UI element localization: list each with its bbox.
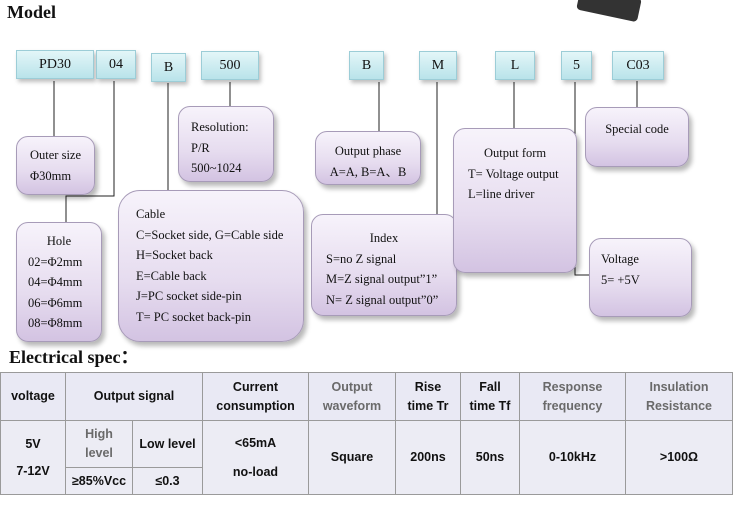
special-code-box: Special code <box>585 107 689 167</box>
code-phase: B <box>349 51 384 80</box>
code-special: C03 <box>612 51 664 80</box>
index-option: N= Z signal output”0” <box>326 292 439 307</box>
output-form-box: Output form T= Voltage output L=line dri… <box>453 128 577 273</box>
hole-box: Hole 02=Φ2mm 04=Φ4mm 06=Φ6mm 08=Φ8mm <box>16 222 102 342</box>
cable-option: C=Socket side, G=Cable side <box>136 227 284 242</box>
code-form: L <box>495 51 535 80</box>
index-title: Index <box>369 231 399 245</box>
cell-waveform: Square <box>308 420 396 495</box>
output-phase-title: Output phase <box>334 144 402 158</box>
cable-box: Cable C=Socket side, G=Cable side H=Sock… <box>118 190 304 342</box>
output-form-option: T= Voltage output <box>468 166 559 181</box>
hole-option: 08=Φ8mm <box>28 316 83 330</box>
resolution-range: 500~1024 <box>191 161 242 175</box>
index-option: S=no Z signal <box>326 251 397 266</box>
output-form-title: Output form <box>484 146 547 160</box>
code-index: M <box>419 51 457 80</box>
cell-low-value: ≤0.3 <box>132 467 203 495</box>
cell-response: 0-10kHz <box>519 420 626 495</box>
electrical-spec-heading: Electrical spec： <box>9 347 139 367</box>
voltage-value: 5= +5V <box>601 272 640 287</box>
cable-option: H=Socket back <box>136 248 213 262</box>
outer-size-title: Outer size <box>30 148 82 162</box>
hole-title: Hole <box>46 234 72 248</box>
cell-low-level: Low level <box>132 420 203 468</box>
cell-current: <65mA no-load <box>202 420 309 495</box>
resolution-unit: P/R <box>191 140 210 155</box>
index-box: Index S=no Z signal M=Z signal output”1”… <box>311 214 457 316</box>
index-option: M=Z signal output”1” <box>326 272 438 286</box>
resolution-box: Resolution: P/R 500~1024 <box>178 106 274 182</box>
output-phase-options: A=A, B=A、B <box>329 164 407 179</box>
code-resolution: 500 <box>201 51 259 80</box>
connector-hole <box>65 81 115 222</box>
resolution-title: Resolution: <box>191 120 249 134</box>
voltage-title: Voltage <box>601 252 639 266</box>
outer-size-value: Φ30mm <box>30 168 72 183</box>
hole-option: 04=Φ4mm <box>28 275 83 289</box>
cable-title: Cable <box>136 207 166 221</box>
cell-fall: 50ns <box>460 420 520 495</box>
hole-option: 02=Φ2mm <box>28 254 83 269</box>
cable-option: J=PC socket side-pin <box>136 289 242 303</box>
code-cable: B <box>151 53 186 82</box>
cable-option: T= PC socket back-pin <box>136 309 252 324</box>
hole-option: 06=Φ6mm <box>28 295 83 310</box>
cell-high-value: ≥85%Vcc <box>65 467 133 495</box>
outer-size-box: Outer size Φ30mm <box>16 136 95 195</box>
code-pd30: PD30 <box>16 50 94 79</box>
voltage-box: Voltage 5= +5V <box>589 238 692 317</box>
cell-rise: 200ns <box>395 420 461 495</box>
output-phase-box: Output phase A=A, B=A、B <box>315 131 421 185</box>
model-heading: Model <box>7 2 56 22</box>
cell-voltage: 5V 7-12V <box>0 420 66 495</box>
output-form-option: L=line driver <box>468 187 535 201</box>
header-output-signal: Output signal <box>65 372 203 421</box>
cable-option: E=Cable back <box>136 268 207 283</box>
special-code-title: Special code <box>605 122 669 136</box>
table-row: ≥85%Vcc ≤0.3 <box>1 467 733 495</box>
cell-insulation: >100Ω <box>625 420 733 495</box>
code-hole: 04 <box>96 50 136 79</box>
header-voltage: voltage <box>0 372 66 421</box>
code-voltage: 5 <box>561 51 592 80</box>
